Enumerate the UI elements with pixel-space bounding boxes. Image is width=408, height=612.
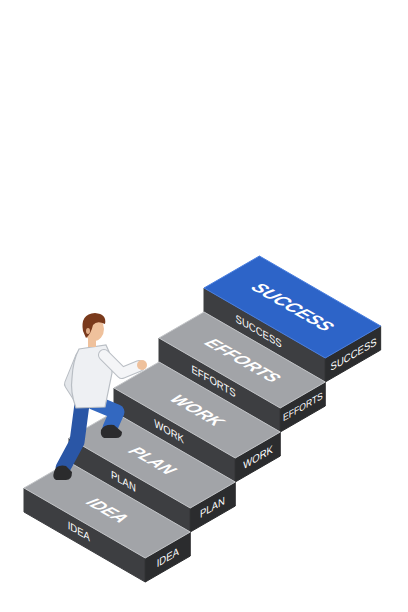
front-hand: [137, 360, 147, 370]
front-shoe: [101, 425, 122, 438]
hair: [83, 313, 106, 338]
back-leg: [63, 404, 82, 468]
stair-step: IDEAIDEAIDEA: [24, 462, 190, 582]
front-arm-outline: [104, 355, 139, 373]
step-face: [24, 462, 190, 558]
ear: [86, 328, 90, 334]
front-arm: [104, 355, 139, 373]
back-shoe: [53, 466, 72, 480]
